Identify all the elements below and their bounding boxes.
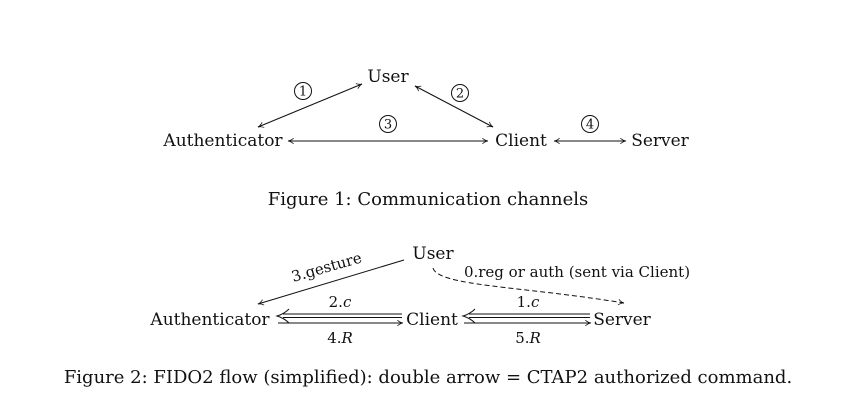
fig1-edge-auth-user: [257, 83, 363, 128]
fig2-label-reg-auth: 0.reg or auth (sent via Client): [464, 263, 690, 281]
fig1-edge-user-client: [414, 85, 494, 128]
fig2-label-gesture: 3.gesture: [289, 249, 364, 286]
fig1-node-client: Client: [495, 131, 547, 151]
fig2-edge-client-to-auth: [275, 308, 402, 324]
fig2-label-4r: 4.R: [327, 329, 353, 347]
figure-1: User Authenticator Client Server 1 2 3 4…: [162, 67, 689, 210]
fig2-caption: Figure 2: FIDO2 flow (simplified): doubl…: [64, 367, 792, 388]
fig2-node-client: Client: [406, 310, 458, 330]
fig2-label-1c: 1.c: [517, 293, 540, 311]
fig1-node-user: User: [367, 67, 409, 87]
fig1-node-server: Server: [631, 131, 689, 151]
fig1-channel-2-badge: 2: [451, 84, 469, 102]
fig1-caption: Figure 1: Communication channels: [268, 189, 588, 210]
fig1-channel-2-label: 2: [456, 87, 464, 102]
fig1-channel-4-label: 4: [586, 118, 594, 133]
fig1-channel-1-badge: 1: [294, 82, 312, 100]
fig2-edge-gesture: [257, 259, 405, 306]
fig1-channel-1-label: 1: [299, 85, 307, 100]
fig1-channel-3-badge: 3: [379, 115, 397, 133]
fig2-edge-server-to-client: [461, 308, 590, 324]
fig1-node-authenticator: Authenticator: [162, 131, 283, 151]
fig2-edge-reg-auth-dashed: [432, 267, 625, 306]
fig1-channel-4-badge: 4: [581, 115, 599, 133]
figure-2: User Authenticator Client Server 3.gestu…: [64, 244, 792, 388]
fig1-channel-3-label: 3: [384, 118, 392, 133]
fig2-label-5r: 5.R: [515, 329, 541, 347]
fig2-node-server: Server: [593, 310, 651, 330]
fig2-label-2c: 2.c: [329, 293, 352, 311]
fig2-node-user: User: [412, 244, 454, 264]
fig2-node-authenticator: Authenticator: [149, 310, 270, 330]
